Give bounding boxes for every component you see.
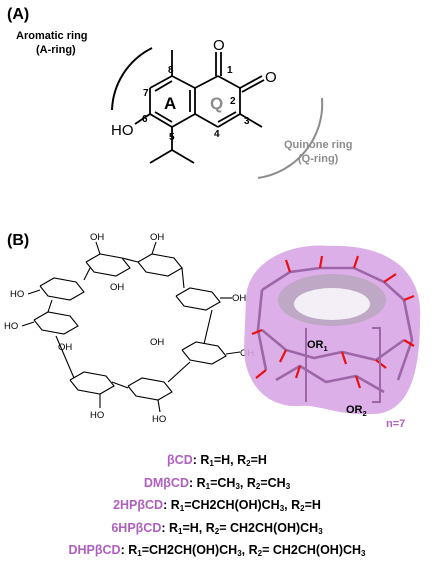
ho-label: HO — [10, 289, 24, 300]
atom-number-6: 6 — [142, 114, 148, 125]
legend-name: DMβCD — [143, 475, 189, 490]
panel-a-label: (A) — [7, 6, 30, 23]
quinone-ring-title: Quinone ring — [284, 139, 352, 151]
oh-label: OH — [232, 293, 246, 304]
legend-row: 6HPβCD: R1=H, R2= CH2CH(OH)CH3 — [0, 519, 434, 542]
legend-text: : R1=H, R2=H — [192, 453, 267, 468]
quinone-ring-arc — [257, 97, 324, 179]
legend-name: DHPβCD — [68, 543, 121, 557]
atom-number-4: 4 — [214, 129, 220, 140]
or2-label: OR2 — [346, 404, 367, 418]
ho-label: HO — [152, 414, 166, 425]
atom-number-1: 1 — [227, 65, 233, 76]
quinone-ring-sub: (Q-ring) — [298, 153, 339, 165]
legend-name: 6HPβCD — [111, 520, 162, 535]
panel-b-label: (B) — [7, 232, 30, 249]
oh-label: OH — [90, 232, 104, 243]
atom-number-5: 5 — [169, 132, 175, 143]
legend-row: DMβCD: R1=CH3, R2=CH3 — [0, 474, 434, 497]
legend-text: : R1=H, R2= CH2CH(OH)CH3 — [161, 520, 323, 536]
cyclodextrin-ring-drawing — [21, 241, 241, 413]
atom-number-2: 2 — [230, 96, 236, 107]
legend-text: : R1=CH3, R2=CH3 — [188, 475, 291, 491]
naphthoquinone-structure — [134, 50, 265, 164]
atom-number-3: 3 — [244, 116, 250, 127]
ho-label: HO — [90, 410, 104, 421]
oh-label: OH — [110, 282, 124, 293]
legend-name: 2HPβCD — [113, 498, 164, 512]
oxygen-1-label: O — [213, 37, 225, 54]
oh-label: OH — [58, 342, 72, 353]
aromatic-ring-sub: (A-ring) — [36, 44, 76, 56]
legend-text: : R1=CH2CH(OH)CH3, R2= CH2CH(OH)CH3 — [120, 543, 366, 558]
legend-row: βCD: R1=H, R2=H — [0, 451, 434, 474]
ring-q-letter: Q — [210, 94, 223, 113]
legend-row: 2HPβCD: R1=CH2CH(OH)CH3, R2=H — [0, 496, 434, 519]
aromatic-ring-title: Aromatic ring — [16, 30, 88, 42]
ring-a-letter: A — [164, 94, 176, 113]
ho-label: HO — [4, 321, 18, 332]
figure-canvas: Aromatic ring (A-ring) Quinone ring (Q-r… — [4, 30, 421, 430]
atom-number-7: 7 — [143, 88, 149, 99]
legend-text: : R1=CH2CH(OH)CH3, R2=H — [163, 498, 321, 513]
cyclodextrin-3d-model — [244, 245, 421, 415]
oxygen-2-label: O — [265, 69, 277, 86]
atom-number-8: 8 — [168, 65, 174, 76]
cyclodextrin-hydroxyls: OH OH OH OH HO HO HO HO OH OH OH — [4, 232, 254, 425]
legend-name: βCD — [167, 453, 193, 467]
repeat-label: n=7 — [386, 418, 405, 430]
or1-label: OR1 — [307, 339, 328, 353]
oh-label: OH — [150, 232, 164, 243]
legend-row: DHPβCD: R1=CH2CH(OH)CH3, R2= CH2CH(OH)CH… — [0, 541, 434, 564]
derivative-legend: βCD: R1=H, R2=H DMβCD: R1=CH3, R2=CH3 2H… — [0, 451, 434, 564]
oh-label: OH — [150, 337, 164, 348]
atom-numbers: 1 2 3 4 5 6 7 8 — [142, 65, 250, 143]
aromatic-ring-arc — [111, 47, 153, 111]
hydroxyl-label: HO — [111, 122, 134, 139]
